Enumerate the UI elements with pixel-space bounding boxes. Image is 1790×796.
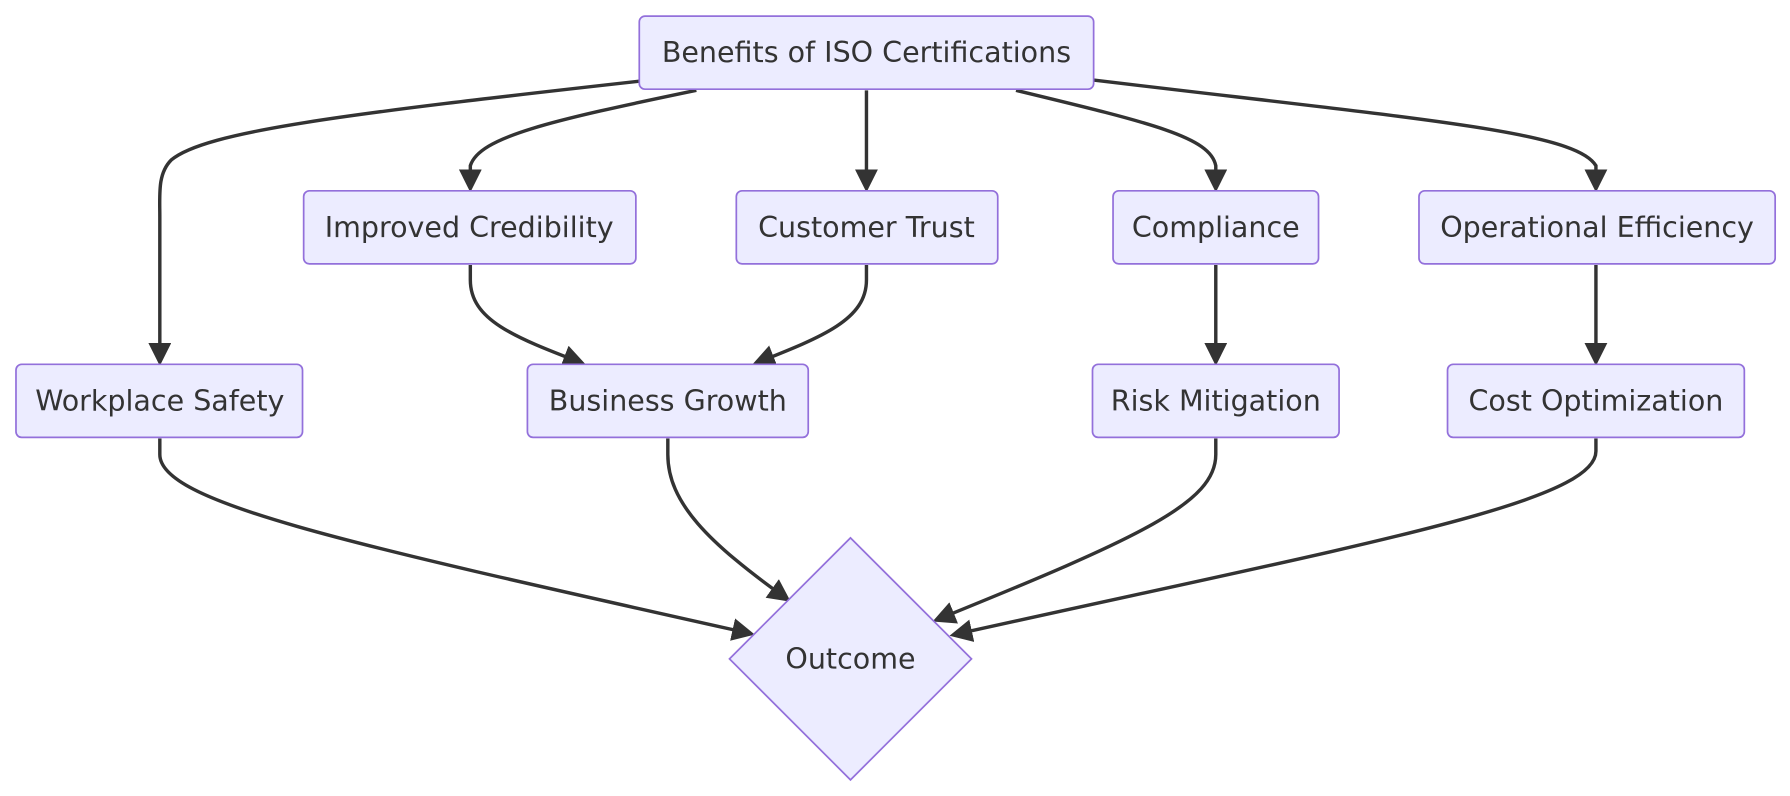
node-label: Risk Mitigation [1111,384,1321,417]
node-label: Operational Efficiency [1440,211,1754,244]
node-label: Workplace Safety [35,384,284,417]
edge-root-compliance [1015,88,1228,193]
node-credibility[interactable]: Improved Credibility [302,189,637,265]
edge-trust-growth [752,265,869,367]
edge-risk-outcome [932,438,1218,624]
node-label: Cost Optimization [1468,384,1723,417]
edge-root-safety [148,79,640,366]
edge-growth-outcome [666,438,791,602]
node-label: Customer Trust [758,211,975,244]
node-label: Compliance [1132,211,1300,244]
edge-root-credibility [458,88,697,193]
node-root[interactable]: Benefits of ISO Certifications [638,15,1095,91]
node-label: Business Growth [549,384,787,417]
node-trust[interactable]: Customer Trust [735,189,999,265]
node-label: Outcome [785,642,915,675]
node-safety[interactable]: Workplace Safety [15,363,304,439]
edge-credibility-growth [468,265,586,368]
node-label: Benefits of ISO Certifications [662,36,1071,69]
edge-safety-outcome [158,438,755,641]
edges [148,78,1608,642]
edge-cost-outcome [949,438,1598,642]
node-risk[interactable]: Risk Mitigation [1091,363,1340,439]
node-cost[interactable]: Cost Optimization [1446,363,1746,439]
node-label: Improved Credibility [325,211,614,244]
node-compliance[interactable]: Compliance [1112,189,1320,265]
edge-root-efficiency [1093,78,1608,193]
node-efficiency[interactable]: Operational Efficiency [1418,189,1777,265]
node-outcome[interactable]: Outcome [728,536,973,782]
node-growth[interactable]: Business Growth [526,363,810,439]
